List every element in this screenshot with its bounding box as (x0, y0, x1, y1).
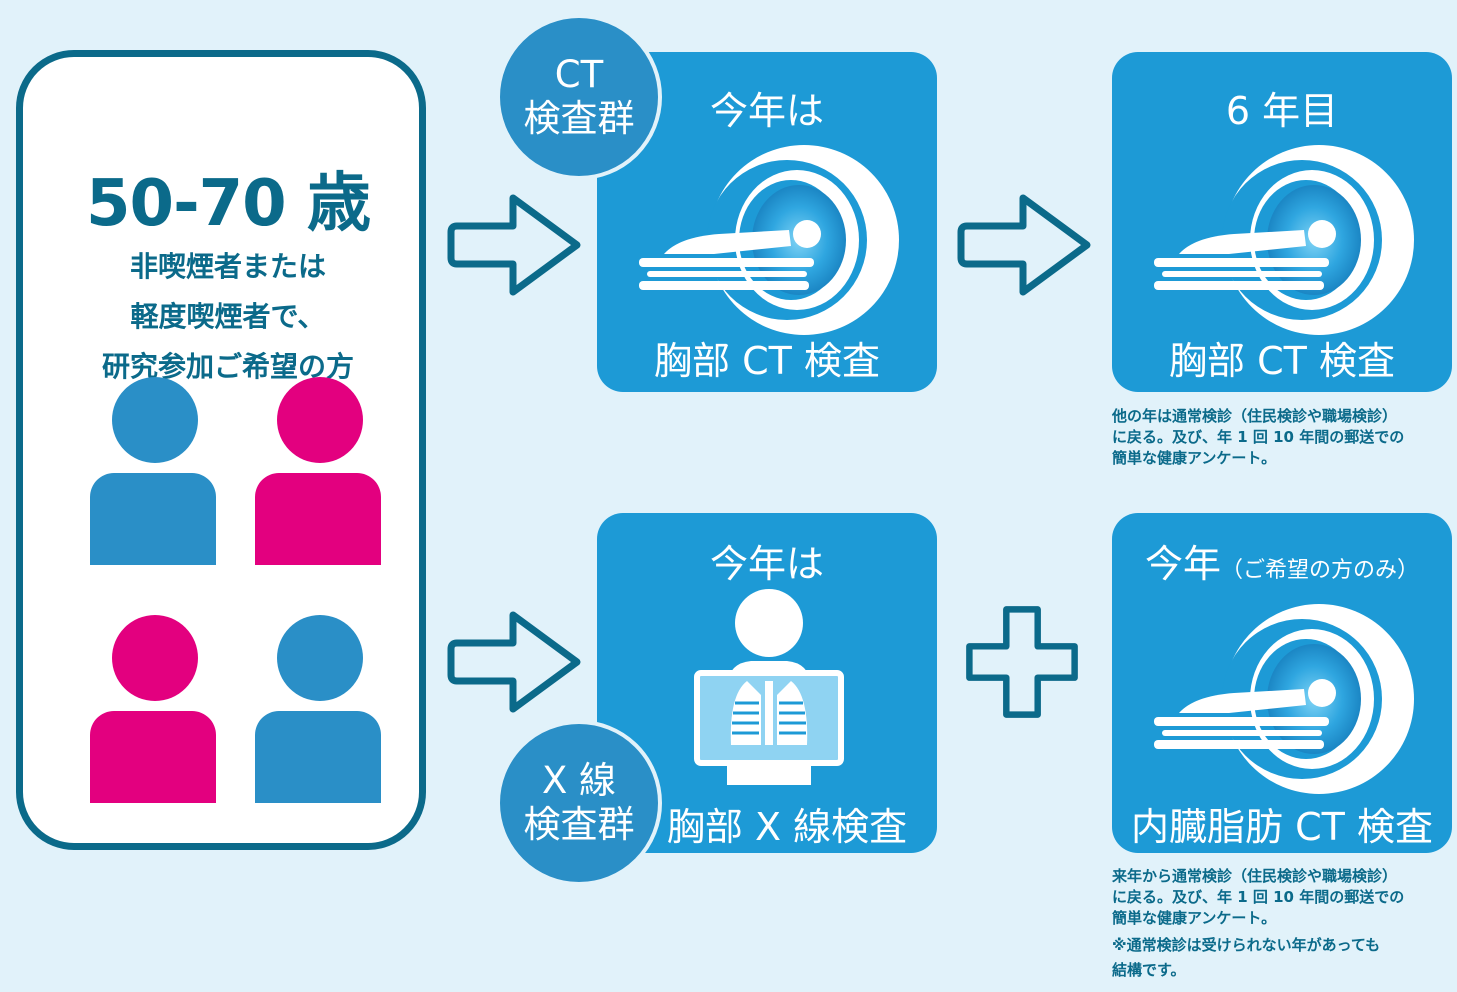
ct-group-badge: CT 検査群 (496, 14, 662, 180)
panel-title: 今年は (709, 89, 824, 133)
note-line: に戻る。及び、年 1 回 10 年間の郵送での (1112, 428, 1405, 446)
ct-scanner-icon (1134, 142, 1434, 342)
note-line: に戻る。及び、年 1 回 10 年間の郵送での (1112, 888, 1405, 906)
ct-scanner-icon (1134, 601, 1434, 801)
ct-group-note: 他の年は通常検診（住民検診や職場検診） に戻る。及び、年 1 回 10 年間の郵… (1112, 406, 1404, 469)
note-line: 来年から通常検診（住民検診や職場検診） (1112, 867, 1398, 885)
note-line: 簡単な健康アンケート。 (1112, 449, 1277, 467)
person-icon (255, 615, 381, 805)
note-line: 結構です。 (1112, 961, 1186, 979)
xray-group-note: 来年から通常検診（住民検診や職場検診） に戻る。及び、年 1 回 10 年間の郵… (1112, 866, 1404, 981)
panel-title: 今年（ご希望の方のみ） (1112, 533, 1452, 588)
visceral-fat-ct-panel: 今年（ご希望の方のみ） 内臓脂肪 CT 検査 (1112, 513, 1452, 853)
panel-label: 内臓脂肪 CT 検査 (1131, 805, 1433, 849)
chest-xray-icon (694, 589, 844, 785)
plus-icon (962, 602, 1082, 722)
badge-line-2: 検査群 (523, 803, 635, 846)
badge-line-1: X 線 (541, 759, 617, 802)
eligibility-line-1: 非喫煙者または (129, 250, 326, 283)
participant-card: 50-70 歳 非喫煙者または 軽度喫煙者で、 研究参加ご希望の方 (16, 50, 426, 850)
arrow-right-icon (955, 190, 1095, 300)
note-line: ※通常検診は受けられない年があっても (1112, 936, 1381, 954)
panel-title: 今年は (709, 542, 824, 586)
arrow-right-icon (445, 607, 585, 717)
badge-line-2: 検査群 (523, 97, 635, 140)
panel-title-main: 今年 (1144, 542, 1221, 586)
panel-label: 胸部 X 線検査 (666, 805, 908, 849)
note-line: 簡単な健康アンケート。 (1112, 909, 1277, 927)
person-icon (90, 377, 216, 567)
panel-label: 胸部 CT 検査 (1169, 339, 1395, 383)
note-line: 他の年は通常検診（住民検診や職場検診） (1112, 407, 1398, 425)
age-range-title: 50-70 歳 (86, 167, 371, 241)
person-icon (90, 615, 216, 805)
ct-year6-panel: 6 年目 胸部 CT 検査 (1112, 52, 1452, 392)
badge-line-1: CT (554, 53, 604, 96)
person-icon (255, 377, 381, 567)
panel-title-note: （ご希望の方のみ） (1221, 558, 1420, 583)
panel-title: 6 年目 (1225, 89, 1339, 133)
eligibility-line-2: 軽度喫煙者で、 (130, 300, 326, 333)
panel-label: 胸部 CT 検査 (654, 339, 880, 383)
arrow-right-icon (445, 190, 585, 300)
xray-group-badge: X 線 検査群 (496, 720, 662, 886)
ct-scanner-icon (619, 142, 919, 342)
